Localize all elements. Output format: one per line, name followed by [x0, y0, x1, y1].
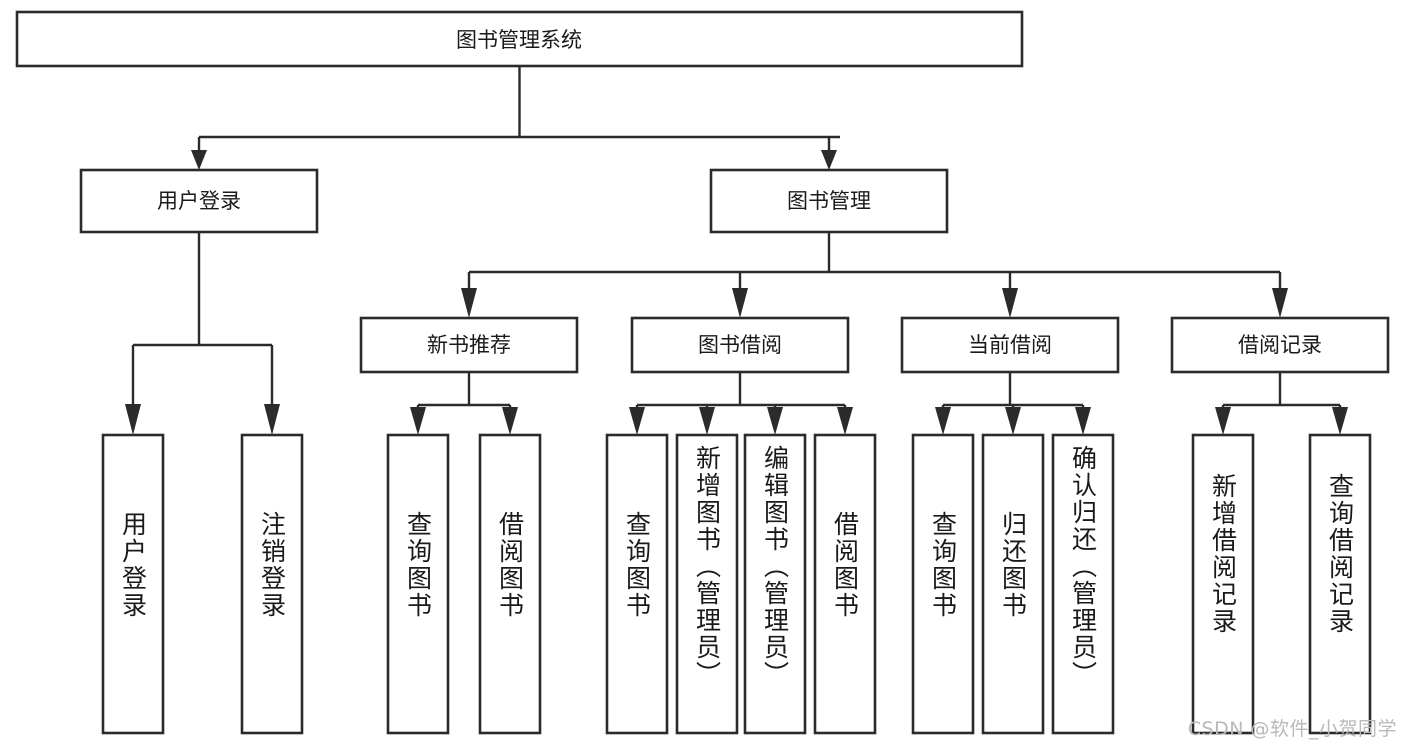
connector-group-new-book [410, 372, 518, 435]
arrow-head-bm-2 [732, 288, 748, 318]
connector-group-book-borrow [629, 372, 853, 435]
leaf-boxes-borrow-records [1191, 433, 1372, 735]
node-book-borrow[interactable]: 图书借阅 [630, 316, 850, 374]
leaf-boxes-user-login [101, 433, 304, 735]
arrow-head-nb-2 [502, 407, 518, 435]
arrow-head-cb-3 [1075, 407, 1091, 435]
node-current-borrow-box[interactable] [900, 316, 1120, 374]
node-new-book-recommend-label: 新书推荐 [427, 333, 511, 357]
node-current-borrow[interactable]: 当前借阅 [900, 316, 1120, 374]
leaf-box-nb-borrow-book[interactable] [478, 433, 542, 735]
leaf-box-user-login[interactable] [101, 433, 165, 735]
leaf-box-bb-borrow-book[interactable] [813, 433, 877, 735]
arrow-head-bb-4 [837, 407, 853, 435]
node-book-manage-label: 图书管理 [787, 189, 871, 213]
node-new-book-recommend-box[interactable] [359, 316, 579, 374]
leaf-box-bb-edit-book[interactable] [743, 433, 807, 735]
connector-group-borrow-records [1215, 372, 1348, 435]
arrow-head-ul-2 [264, 404, 280, 435]
leaf-box-cb-query-book[interactable] [911, 433, 975, 735]
arrow-head-br-1 [1215, 407, 1231, 435]
arrow-head-bb-3 [767, 407, 783, 435]
connector-group-user-login [125, 232, 280, 435]
node-root-label: 图书管理系统 [456, 28, 582, 52]
node-book-borrow-box[interactable] [630, 316, 850, 374]
arrow-head-bm-3 [1002, 288, 1018, 318]
arrow-head-bm-4 [1272, 288, 1288, 318]
node-book-manage[interactable]: 图书管理 [709, 168, 949, 234]
node-root[interactable]: 图书管理系统 [15, 10, 1024, 68]
connector-group-current-borrow [935, 372, 1091, 435]
node-borrow-records-label: 借阅记录 [1238, 333, 1322, 357]
leaf-boxes-current-borrow [911, 433, 1115, 735]
arrow-head-bb-2 [699, 407, 715, 435]
node-user-login-label: 用户登录 [157, 189, 241, 213]
leaf-box-br-query-record[interactable] [1308, 433, 1372, 735]
arrow-head-root-1 [191, 150, 207, 170]
arrow-head-root-2 [821, 150, 837, 170]
arrow-head-ul-1 [125, 404, 141, 435]
connector-group-book-manage [461, 232, 1288, 318]
leaf-box-cb-confirm-return[interactable] [1051, 433, 1115, 735]
leaf-box-bb-add-book[interactable] [675, 433, 739, 735]
leaf-boxes-new-book [386, 433, 542, 735]
connector-group-root [191, 66, 840, 170]
arrow-head-bb-1 [629, 407, 645, 435]
leaf-box-cb-return-book[interactable] [981, 433, 1045, 735]
leaf-box-bb-query-book[interactable] [605, 433, 669, 735]
node-root-box[interactable] [15, 10, 1024, 68]
arrow-head-cb-2 [1005, 407, 1021, 435]
node-borrow-records-box[interactable] [1170, 316, 1390, 374]
arrow-head-cb-1 [935, 407, 951, 435]
node-user-login[interactable]: 用户登录 [79, 168, 319, 234]
node-new-book-recommend[interactable]: 新书推荐 [359, 316, 579, 374]
leaf-box-logout[interactable] [240, 433, 304, 735]
leaf-box-br-add-record[interactable] [1191, 433, 1255, 735]
leaf-box-nb-query-book[interactable] [386, 433, 450, 735]
node-book-borrow-label: 图书借阅 [698, 333, 782, 357]
csdn-watermark: CSDN @软件_小贺同学 [1187, 718, 1397, 740]
leaf-boxes-book-borrow [605, 433, 877, 735]
node-book-manage-box[interactable] [709, 168, 949, 234]
arrow-head-br-2 [1332, 407, 1348, 435]
node-current-borrow-label: 当前借阅 [968, 333, 1052, 357]
arrow-head-nb-1 [410, 407, 426, 435]
node-user-login-box[interactable] [79, 168, 319, 234]
node-borrow-records[interactable]: 借阅记录 [1170, 316, 1390, 374]
arrow-head-bm-1 [461, 288, 477, 318]
